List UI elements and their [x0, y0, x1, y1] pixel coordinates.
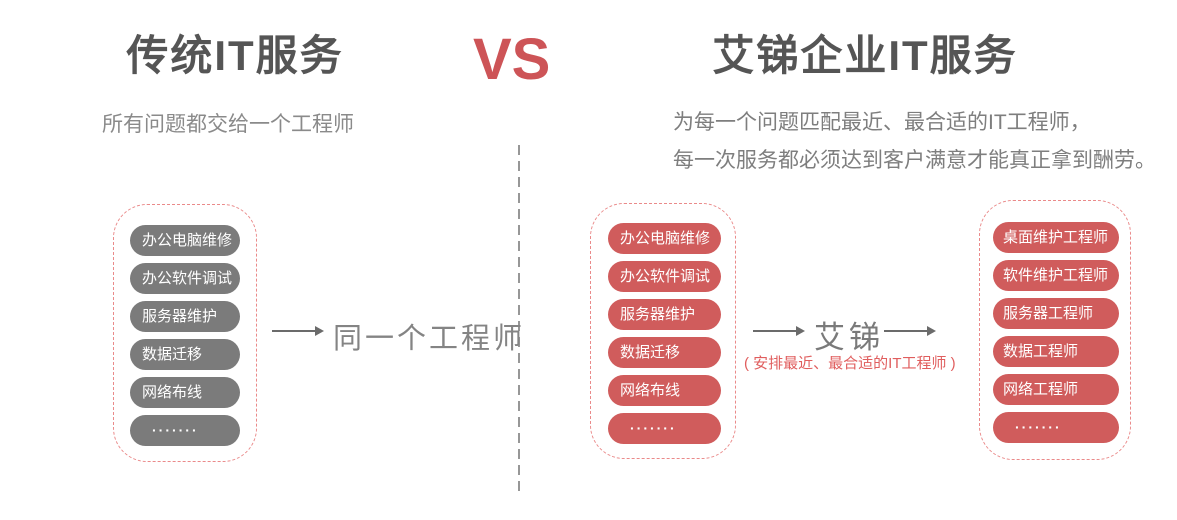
arrow-right-icon — [753, 326, 805, 336]
engineer-pill: 数据工程师 — [993, 336, 1119, 367]
aiti-services-box: 办公电脑维修 办公软件调试 服务器维护 数据迁移 网络布线 ······· — [590, 203, 736, 459]
traditional-result-label: 同一个工程师 — [333, 323, 526, 355]
arrow-right-icon — [272, 326, 324, 336]
service-pill-ellipsis: ······· — [608, 413, 721, 444]
aiti-title: 艾锑企业IT服务 — [712, 32, 1018, 79]
arrow-right-icon — [884, 326, 936, 336]
aiti-subtitle: 为每一个问题匹配最近、最合适的IT工程师， 每一次服务都必须达到客户满意才能真正… — [673, 104, 1156, 180]
aiti-subtitle-line1: 为每一个问题匹配最近、最合适的IT工程师， — [673, 111, 1091, 134]
service-pill: 办公电脑维修 — [130, 225, 240, 256]
service-pill: 服务器维护 — [130, 301, 240, 332]
service-pill: 服务器维护 — [608, 299, 721, 330]
service-pill-ellipsis: ······· — [130, 415, 240, 446]
aiti-engineers-box: 桌面维护工程师 软件维护工程师 服务器工程师 数据工程师 网络工程师 ·····… — [979, 200, 1131, 460]
aiti-broker-note: ( 安排最近、最合适的IT工程师 ) — [744, 355, 956, 372]
traditional-subtitle: 所有问题都交给一个工程师 — [102, 113, 354, 136]
service-pill: 网络布线 — [608, 375, 721, 406]
service-pill: 数据迁移 — [608, 337, 721, 368]
traditional-services-box: 办公电脑维修 办公软件调试 服务器维护 数据迁移 网络布线 ······· — [113, 204, 257, 462]
engineer-pill: 桌面维护工程师 — [993, 222, 1119, 253]
engineer-pill: 服务器工程师 — [993, 298, 1119, 329]
engineer-pill-ellipsis: ······· — [993, 412, 1119, 443]
service-pill: 数据迁移 — [130, 339, 240, 370]
aiti-subtitle-line2: 每一次服务都必须达到客户满意才能真正拿到酬劳。 — [673, 149, 1156, 172]
service-pill: 办公电脑维修 — [608, 223, 721, 254]
aiti-broker-label: 艾锑 — [814, 320, 884, 355]
service-pill: 网络布线 — [130, 377, 240, 408]
divider-dashed-line — [518, 145, 520, 492]
engineer-pill: 网络工程师 — [993, 374, 1119, 405]
service-pill: 办公软件调试 — [130, 263, 240, 294]
traditional-title: 传统IT服务 — [126, 32, 344, 79]
engineer-pill: 软件维护工程师 — [993, 260, 1119, 291]
vs-label: VS — [473, 27, 551, 92]
service-pill: 办公软件调试 — [608, 261, 721, 292]
